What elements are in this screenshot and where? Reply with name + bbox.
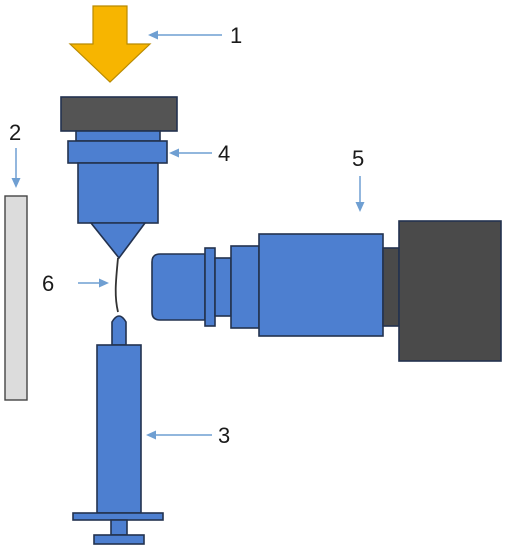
label-3: 3 [218,423,230,448]
camera-lens-ring-2 [214,257,232,317]
syringe-flange [72,512,164,521]
callout-arrow-6 [78,278,109,288]
label-1: 1 [230,23,242,48]
syringe-tip [111,315,127,346]
callout-arrow-3 [146,430,212,440]
label-5: 5 [352,146,364,171]
callout-arrow-2 [11,148,21,188]
collector-plate [4,195,28,401]
label-6: 6 [42,271,54,296]
syringe-barrel [96,344,142,514]
nozzle-cone [89,222,147,260]
nozzle-top-cap [60,96,178,132]
camera-lens-front [151,253,206,321]
callout-arrow-4 [169,148,212,158]
label-2: 2 [9,120,21,145]
nozzle-ring-upper [75,130,161,142]
camera-body [398,220,502,362]
callout-arrow-5 [355,176,365,212]
light-source-arrow [68,5,152,83]
liquid-bridge [114,257,119,313]
syringe-plunger-base [93,534,145,545]
nozzle-body [77,162,159,224]
camera-lens-ring-1 [204,247,216,327]
nozzle-ring [67,140,168,164]
camera-lens-barrel [258,233,384,337]
camera-mount [382,247,400,327]
label-4: 4 [218,141,230,166]
camera-lens-ring-3 [230,245,260,329]
callout-arrow-1 [148,30,222,40]
syringe-plunger-stem [110,519,128,536]
